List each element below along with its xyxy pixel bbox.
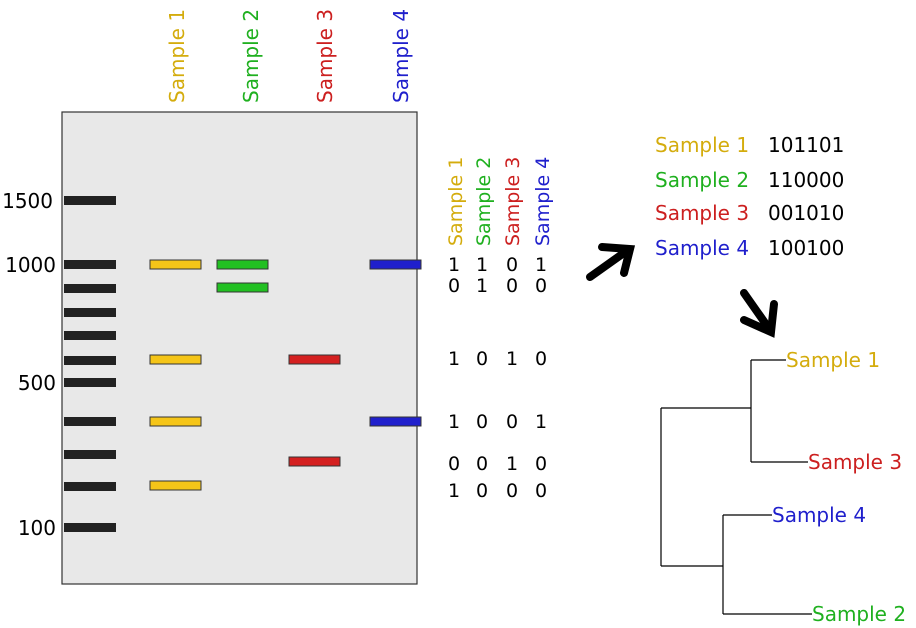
ladder-band [64,417,116,426]
band-sample-4 [369,416,422,427]
lane-label-sample-3: Sample 3 [313,9,337,103]
sample-bands [149,259,422,491]
band-sample-1 [149,354,202,365]
matrix-cell: 0 [535,275,547,297]
code-label: Sample 2 [655,168,749,192]
matrix-cell: 1 [448,480,460,502]
ladder-labels: 1500 1000 500 100 [2,189,56,540]
band-sample-1 [149,259,202,270]
matrix-header-sample-2: Sample 2 [473,157,495,246]
band-sample-2 [216,282,269,293]
matrix-cell: 0 [506,480,518,502]
band-sample-4 [369,259,422,270]
lane-labels: Sample 1 Sample 2 Sample 3 Sample 4 [165,9,413,103]
ladder-label-1000: 1000 [5,253,56,277]
lane-label-sample-2: Sample 2 [239,9,263,103]
leaf-label-sample-4: Sample 4 [772,503,866,527]
ladder-band [64,308,116,317]
ladder-band [64,482,116,491]
code-label: Sample 3 [655,201,749,225]
matrix-cell: 0 [535,480,547,502]
matrix-header-sample-4: Sample 4 [532,157,554,246]
code-value: 001010 [768,201,844,225]
matrix-cell: 1 [476,275,488,297]
matrix-cell: 0 [535,348,547,370]
matrix-cell: 0 [448,275,460,297]
ladder-label-1500: 1500 [2,189,53,213]
ladder [64,196,116,532]
ladder-band [64,356,116,365]
band-sample-1 [149,416,202,427]
leaf-label-sample-1: Sample 1 [786,348,880,372]
matrix-row: 1 0 0 1 [448,411,547,433]
matrix-cell: 0 [476,480,488,502]
matrix-cell: 1 [535,254,547,276]
matrix-cell: 1 [448,254,460,276]
dendrogram [660,359,812,615]
matrix-cell: 0 [448,453,460,475]
matrix-cell: 1 [506,453,518,475]
matrix-row: 1 1 0 1 [448,254,547,276]
matrix-header: Sample 1 Sample 2 Sample 3 Sample 4 [445,157,554,246]
lane-label-sample-4: Sample 4 [389,9,413,103]
matrix-cell: 1 [476,254,488,276]
code-label: Sample 1 [655,133,749,157]
code-label: Sample 4 [655,236,749,260]
ladder-label-500: 500 [18,371,56,395]
gel-panel [61,111,418,585]
code-row-sample-1: Sample 1 101101 [655,133,844,157]
matrix-cell: 1 [506,348,518,370]
matrix-cell: 1 [448,411,460,433]
code-row-sample-2: Sample 2 110000 [655,168,844,192]
code-row-sample-4: Sample 4 100100 [655,236,844,260]
arrow-to-tree [740,289,778,338]
matrix-cell: 1 [535,411,547,433]
band-sample-1 [149,480,202,491]
matrix-row: 0 0 1 0 [448,453,547,475]
matrix-row: 1 0 0 0 [448,480,547,502]
matrix-cell: 0 [476,453,488,475]
matrix-row: 0 1 0 0 [448,275,547,297]
binary-code-list: Sample 1 101101 Sample 2 110000 Sample 3… [655,133,844,260]
matrix-cell: 0 [506,411,518,433]
matrix-cell: 0 [476,348,488,370]
code-value: 101101 [768,133,844,157]
band-sample-3 [288,354,341,365]
ladder-label-100: 100 [18,516,56,540]
ladder-band [64,260,116,269]
presence-matrix: 1 1 0 1 0 1 0 0 1 0 1 0 1 0 0 1 0 0 1 0 [448,254,547,502]
ladder-band [64,523,116,532]
leaf-label-sample-2: Sample 2 [812,602,906,626]
matrix-cell: 0 [476,411,488,433]
code-value: 100100 [768,236,844,260]
matrix-header-sample-1: Sample 1 [445,157,467,246]
ladder-band [64,378,116,387]
ladder-band [64,284,116,293]
matrix-cell: 1 [448,348,460,370]
matrix-cell: 0 [506,254,518,276]
lane-label-sample-1: Sample 1 [165,9,189,103]
band-sample-3 [288,456,341,467]
leaf-label-sample-3: Sample 3 [808,450,902,474]
matrix-cell: 0 [535,453,547,475]
arrow-to-codes [586,243,636,281]
ladder-band [64,196,116,205]
ladder-band [64,331,116,340]
matrix-row: 1 0 1 0 [448,348,547,370]
code-row-sample-3: Sample 3 001010 [655,201,844,225]
matrix-cell: 0 [506,275,518,297]
band-sample-2 [216,259,269,270]
tree-leaves: Sample 1 Sample 3 Sample 4 Sample 2 [772,348,906,626]
ladder-band [64,450,116,459]
code-value: 110000 [768,168,844,192]
matrix-header-sample-3: Sample 3 [502,157,524,246]
